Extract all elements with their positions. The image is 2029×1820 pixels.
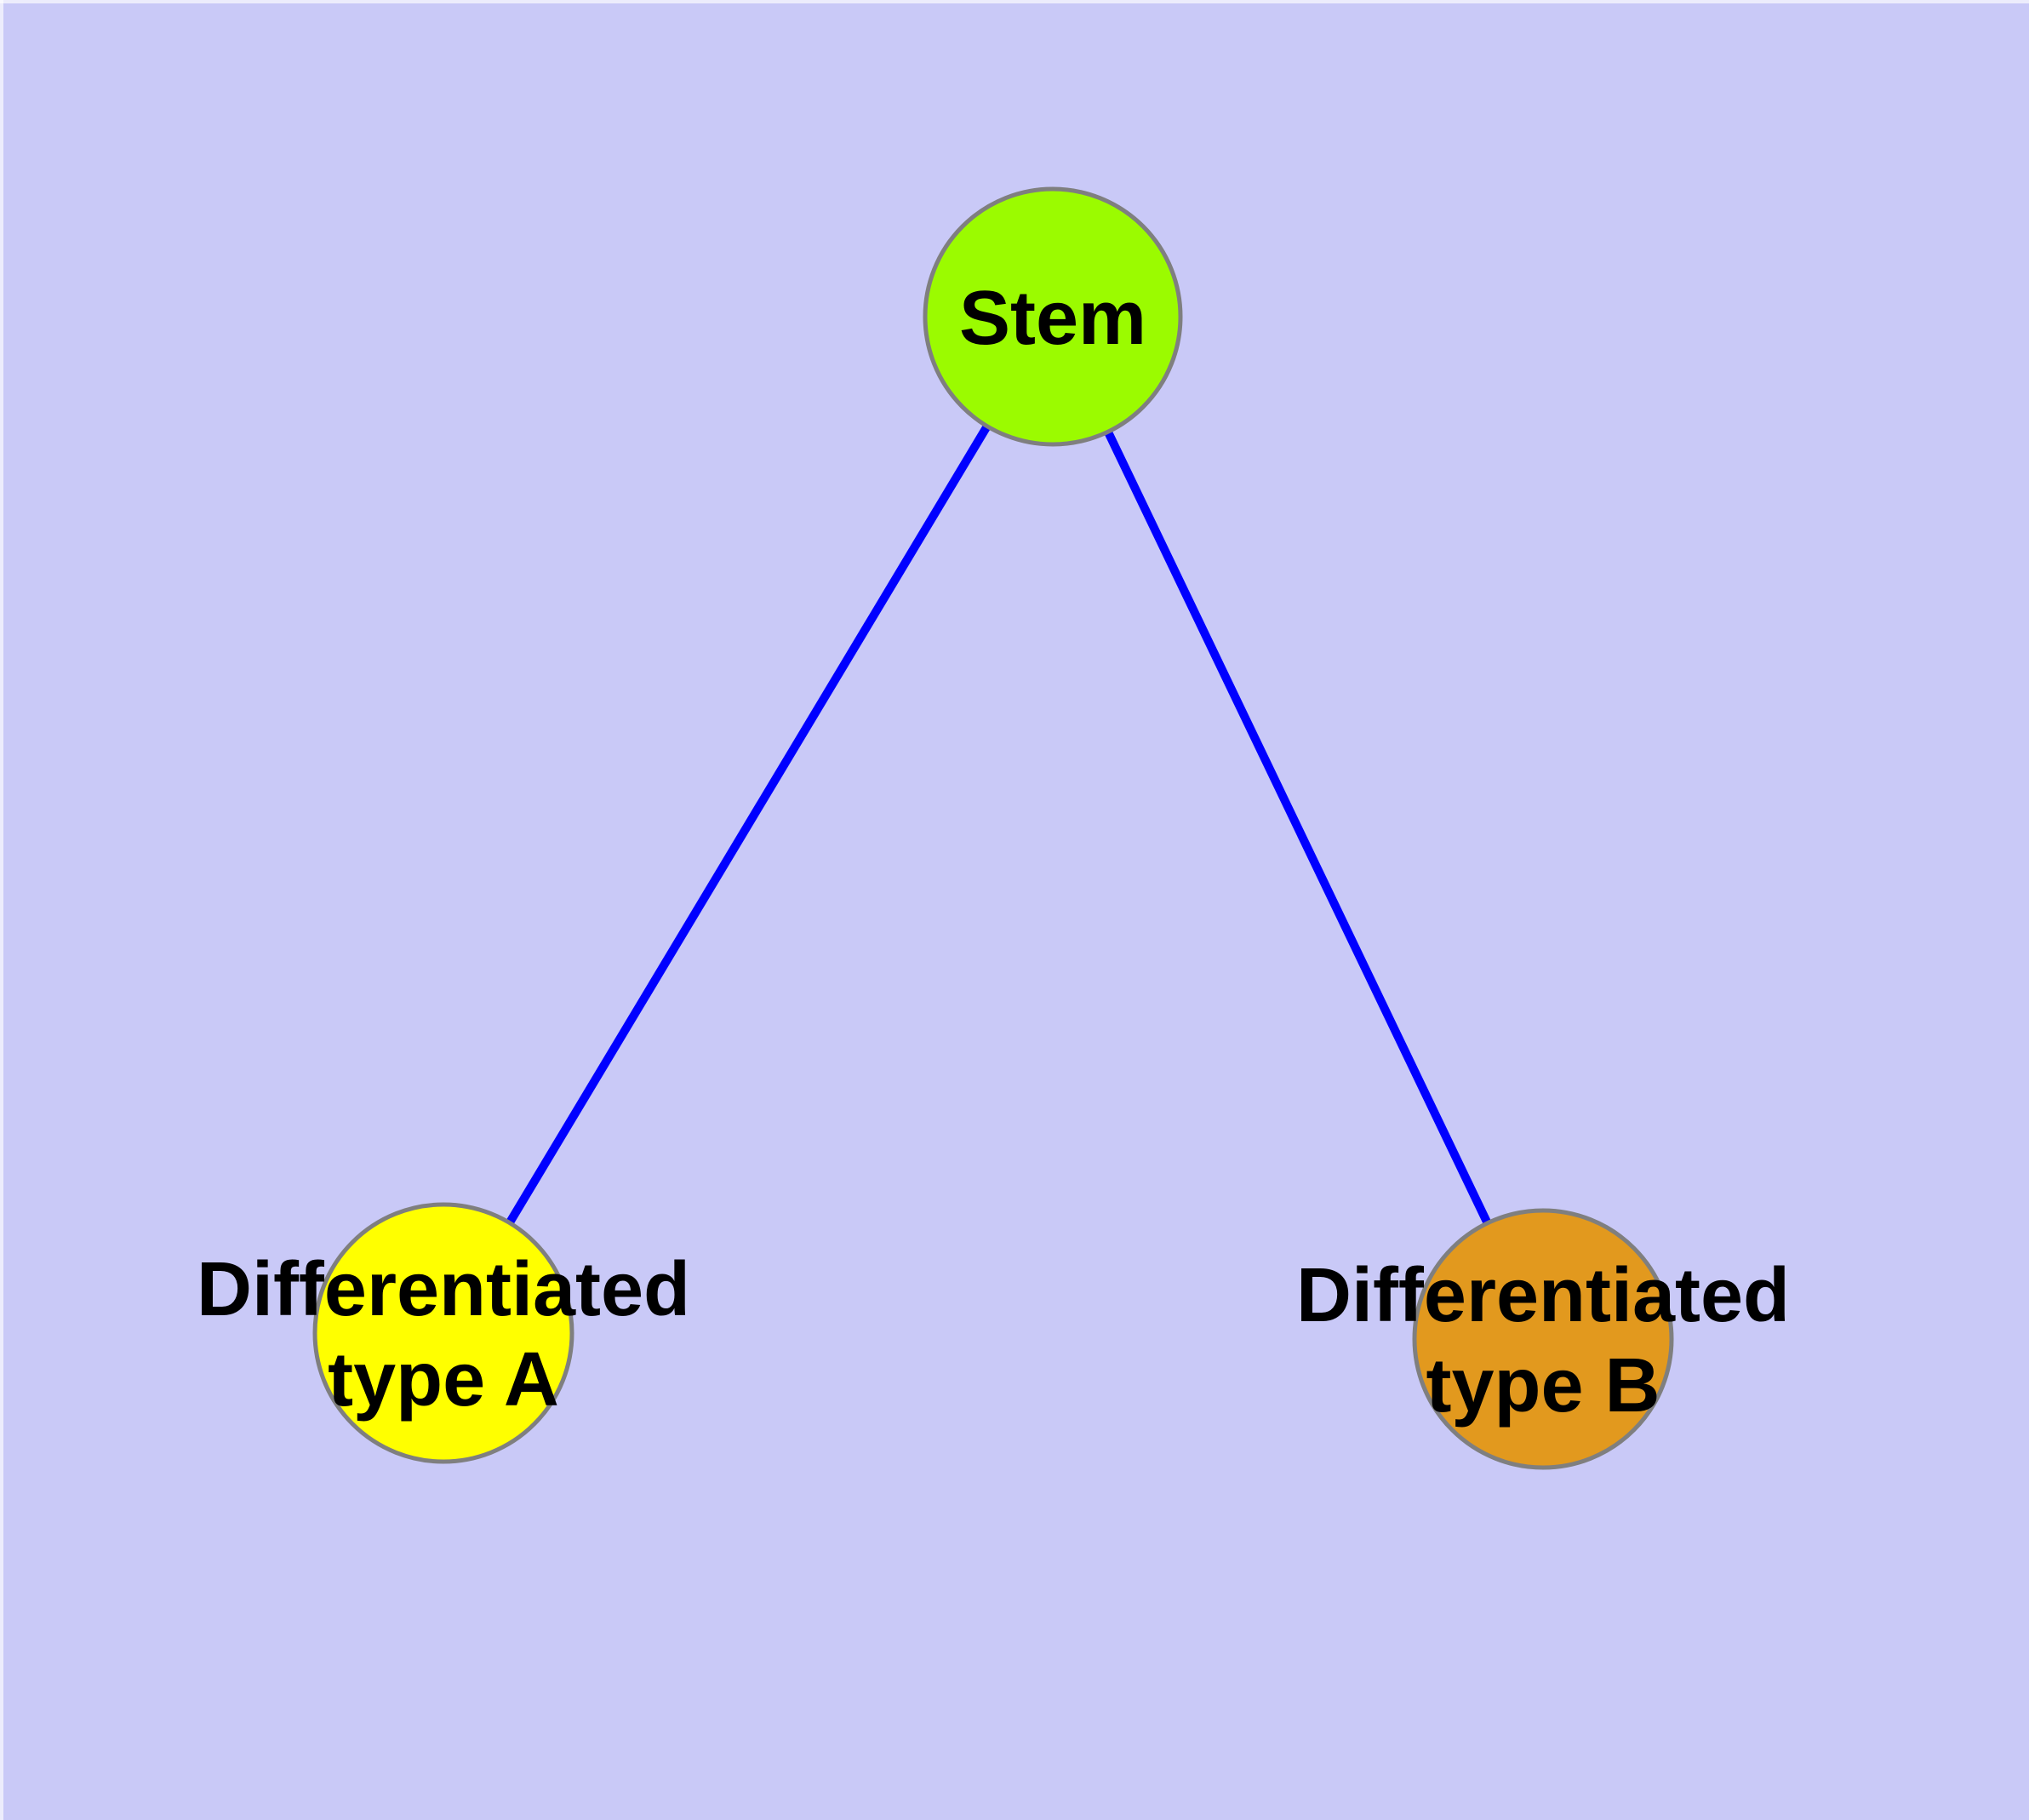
stem-node-label: Stem	[959, 276, 1146, 361]
type-a-node	[312, 1202, 574, 1464]
type-b-node-label-line-2: type B	[1426, 1343, 1660, 1428]
canvas-edge-highlight-left	[0, 0, 3, 1820]
type-b-node-label-line-1: Differentiated	[1296, 1253, 1790, 1338]
type-b-node	[1412, 1208, 1674, 1470]
edge-stem-to-type-b	[1049, 314, 1547, 1342]
type-a-node-label-line-1: Differentiated	[197, 1247, 690, 1332]
stem-node	[923, 186, 1183, 447]
canvas-edge-highlight-top	[0, 0, 2029, 3]
edge-stem-to-type-a	[439, 314, 1057, 1336]
type-a-node-label-line-2: type A	[328, 1337, 559, 1422]
